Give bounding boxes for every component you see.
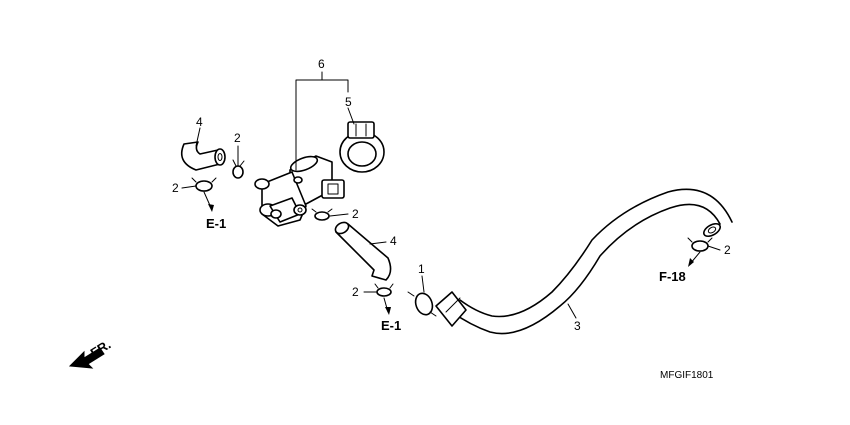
clip-part-2-left [191, 177, 217, 192]
hose-clamp-part-1 [407, 291, 437, 317]
callout-2-lower: 2 [352, 285, 359, 299]
callout-4-upper: 4 [196, 115, 203, 129]
front-direction-arrow-icon: FR. [68, 337, 113, 369]
callout-2-upper: 2 [234, 131, 241, 145]
clip-part-2-lower [374, 283, 394, 297]
air-hose-part-3 [435, 188, 733, 335]
callout-5: 5 [345, 95, 352, 109]
clamp-band-part-5 [339, 121, 385, 173]
callout-1: 1 [418, 262, 425, 276]
ref-e1-bottom: E-1 [381, 318, 401, 333]
callout-2-left: 2 [172, 181, 179, 195]
ref-f18: F-18 [659, 269, 686, 284]
callout-2-right: 2 [724, 243, 731, 257]
leader-lines [181, 71, 721, 319]
ref-e1-left: E-1 [206, 216, 226, 231]
clip-part-2-middle [311, 208, 333, 221]
callout-3: 3 [574, 319, 581, 333]
callout-2-middle: 2 [352, 207, 359, 221]
diagram-code: MFGIF1801 [660, 370, 714, 381]
callout-6: 6 [318, 57, 325, 71]
elbow-hose-part-4-upper [180, 141, 226, 171]
hose-part-4-lower [334, 221, 392, 281]
callout-4-lower: 4 [390, 234, 397, 248]
clip-part-2-right [687, 237, 713, 252]
solenoid-valve-part-6 [254, 155, 345, 227]
